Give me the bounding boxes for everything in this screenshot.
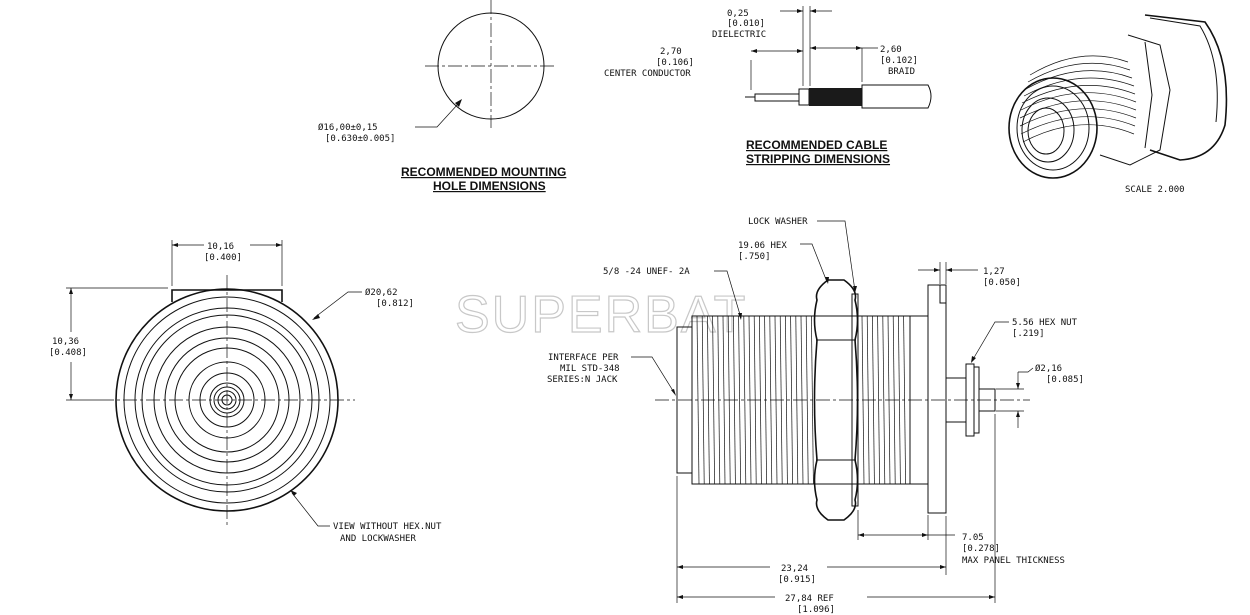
center-mm: 2,70 bbox=[660, 47, 682, 57]
center-in: [0.106] bbox=[656, 58, 694, 68]
panel-mm: 7.05 bbox=[962, 533, 984, 543]
connector-3d-view: SCALE 2.000 bbox=[1008, 14, 1228, 195]
pin-dia-in: [0.085] bbox=[1046, 375, 1084, 385]
side-view: LOCK WASHER 19.06 HEX [.750] 5/8 -24 UNE… bbox=[547, 217, 1084, 615]
mounting-heading-1: RECOMMENDED MOUNTING bbox=[401, 165, 566, 179]
stripping-heading-2: STRIPPING DIMENSIONS bbox=[746, 152, 890, 166]
small-hex-mm: 5.56 HEX NUT bbox=[1012, 318, 1078, 328]
hex-mm: 19.06 HEX bbox=[738, 241, 787, 251]
length2-in: [1.096] bbox=[797, 605, 835, 615]
panel-label: MAX PANEL THICKNESS bbox=[962, 556, 1065, 566]
thread-spec: 5/8 -24 UNEF- 2A bbox=[603, 267, 690, 277]
scale-label: SCALE 2.000 bbox=[1125, 185, 1185, 195]
braid-in: [0.102] bbox=[880, 56, 918, 66]
flange-mm: 1,27 bbox=[983, 267, 1005, 277]
mounting-heading-2: HOLE DIMENSIONS bbox=[433, 179, 546, 193]
mounting-dia-mm: Ø16,00±0,15 bbox=[318, 122, 378, 133]
watermark: SUPERBAT bbox=[455, 286, 747, 344]
cable-stripping-view: 0,25 [0.010] DIELECTRIC 2,70 [0.106] CEN… bbox=[604, 6, 932, 109]
hex-in: [.750] bbox=[738, 252, 771, 262]
braid-mm: 2,60 bbox=[880, 45, 902, 55]
stripping-heading-1: RECOMMENDED CABLE bbox=[746, 138, 887, 152]
lock-washer-label: LOCK WASHER bbox=[748, 217, 808, 227]
flange-in: [0.050] bbox=[983, 278, 1021, 288]
center-label: CENTER CONDUCTOR bbox=[604, 69, 691, 79]
front-height-mm: 10,36 bbox=[52, 337, 79, 347]
front-note-1: VIEW WITHOUT HEX.NUT bbox=[333, 522, 442, 532]
front-note-2: AND LOCKWASHER bbox=[340, 534, 416, 544]
interface-1: INTERFACE PER bbox=[548, 353, 619, 363]
dielectric-mm: 0,25 bbox=[727, 9, 749, 19]
panel-in: [0.278] bbox=[962, 544, 1000, 554]
interface-3: SERIES:N JACK bbox=[547, 375, 618, 385]
length1-in: [0.915] bbox=[778, 575, 816, 585]
pin-dia-mm: Ø2,16 bbox=[1035, 363, 1062, 374]
small-hex-in: [.219] bbox=[1012, 329, 1045, 339]
mounting-hole-view: Ø16,00±0,15 [0.630±0.005] bbox=[318, 0, 557, 144]
dielectric-label: DIELECTRIC bbox=[712, 30, 766, 40]
length1-mm: 23,24 bbox=[781, 564, 808, 574]
front-width-in: [0.400] bbox=[204, 253, 242, 263]
length2-mm: 27,84 REF bbox=[785, 594, 834, 604]
dielectric-in: [0.010] bbox=[727, 19, 765, 29]
braid-label: BRAID bbox=[888, 67, 915, 77]
front-height-in: [0.408] bbox=[49, 348, 87, 358]
mounting-dia-in: [0.630±0.005] bbox=[325, 134, 395, 144]
front-width-mm: 10,16 bbox=[207, 242, 234, 252]
interface-2: MIL STD-348 bbox=[560, 364, 620, 374]
front-dia-mm: Ø20,62 bbox=[365, 287, 398, 298]
front-dia-in: [0.812] bbox=[376, 299, 414, 309]
front-view: 10,16 [0.400] 10,36 [0.408] Ø20,62 [0.81… bbox=[49, 240, 442, 544]
